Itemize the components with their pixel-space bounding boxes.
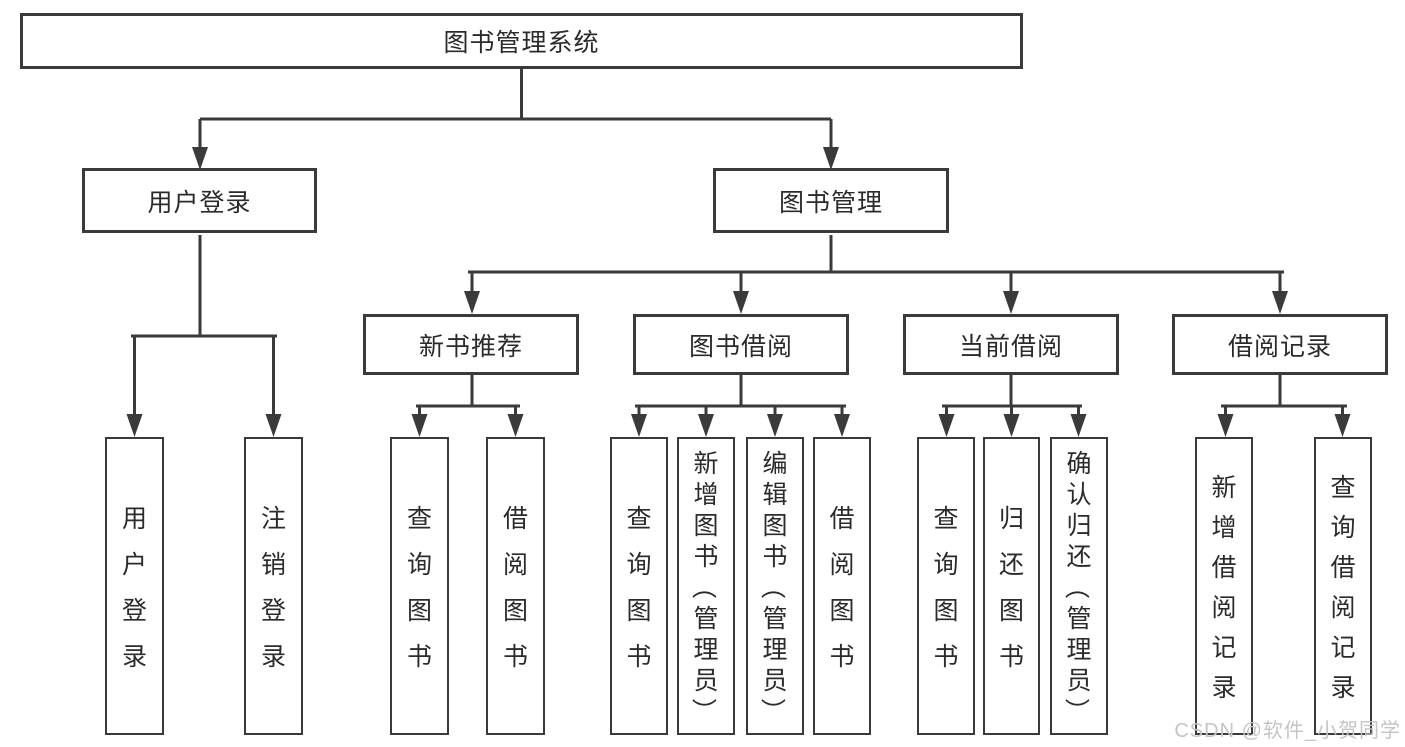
leaf-return-books: 归还图书 — [983, 437, 1040, 735]
leaf-query-borrow-record: 查询借阅记录 — [1314, 437, 1372, 735]
node-label: 借阅记录 — [1227, 332, 1332, 361]
node-label: 图书管理系统 — [443, 29, 600, 57]
leaf-add-books-admin: 新增图书（管理员） — [677, 437, 735, 735]
leaf-borrow-books: 借阅图书 — [813, 437, 871, 735]
leaf-query-books-borrow: 查询图书 — [610, 437, 668, 735]
leaf-label: 借阅图书 — [502, 505, 528, 671]
leaf-label: 编辑图书（管理员） — [758, 450, 788, 723]
arrowheads — [126, 147, 1351, 437]
node-label: 当前借阅 — [958, 332, 1063, 361]
node-new-book-recommend: 新书推荐 — [363, 314, 579, 375]
node-label: 图书借阅 — [688, 332, 793, 361]
leaf-label: 确认归还（管理员） — [1062, 450, 1092, 723]
leaf-label: 查询图书 — [406, 505, 432, 671]
leaf-label: 新增图书（管理员） — [689, 450, 719, 723]
leaf-edit-books-admin: 编辑图书（管理员） — [746, 437, 804, 735]
node-user-login: 用户登录 — [82, 168, 317, 233]
leaf-user-login: 用户登录 — [105, 437, 164, 735]
node-label: 图书管理 — [778, 188, 883, 217]
node-library-management-system: 图书管理系统 — [20, 13, 1023, 69]
node-borrow-record: 借阅记录 — [1172, 314, 1388, 375]
leaf-label: 借阅图书 — [829, 505, 855, 671]
node-book-management: 图书管理 — [713, 168, 949, 233]
node-current-borrow: 当前借阅 — [903, 314, 1119, 375]
leaf-add-borrow-record: 新增借阅记录 — [1195, 437, 1253, 735]
leaf-label: 查询图书 — [933, 505, 959, 671]
leaf-logout: 注销登录 — [244, 437, 303, 735]
leaf-label: 查询借阅记录 — [1330, 474, 1356, 702]
node-label: 新书推荐 — [418, 332, 523, 361]
node-label: 用户登录 — [147, 188, 252, 217]
leaf-confirm-return-admin: 确认归还（管理员） — [1050, 437, 1108, 735]
leaf-label: 归还图书 — [998, 505, 1024, 671]
node-book-borrow: 图书借阅 — [633, 314, 849, 375]
leaf-label: 注销登录 — [260, 505, 286, 671]
leaf-label: 查询图书 — [626, 505, 652, 671]
leaf-query-books-current: 查询图书 — [917, 437, 975, 735]
leaf-query-books-recommend: 查询图书 — [390, 437, 449, 735]
csdn-watermark: CSDN @软件_小贺同学 — [1174, 720, 1401, 742]
leaf-borrow-books-recommend: 借阅图书 — [486, 437, 545, 735]
leaf-label: 新增借阅记录 — [1211, 474, 1237, 702]
leaf-label: 用户登录 — [121, 505, 147, 671]
